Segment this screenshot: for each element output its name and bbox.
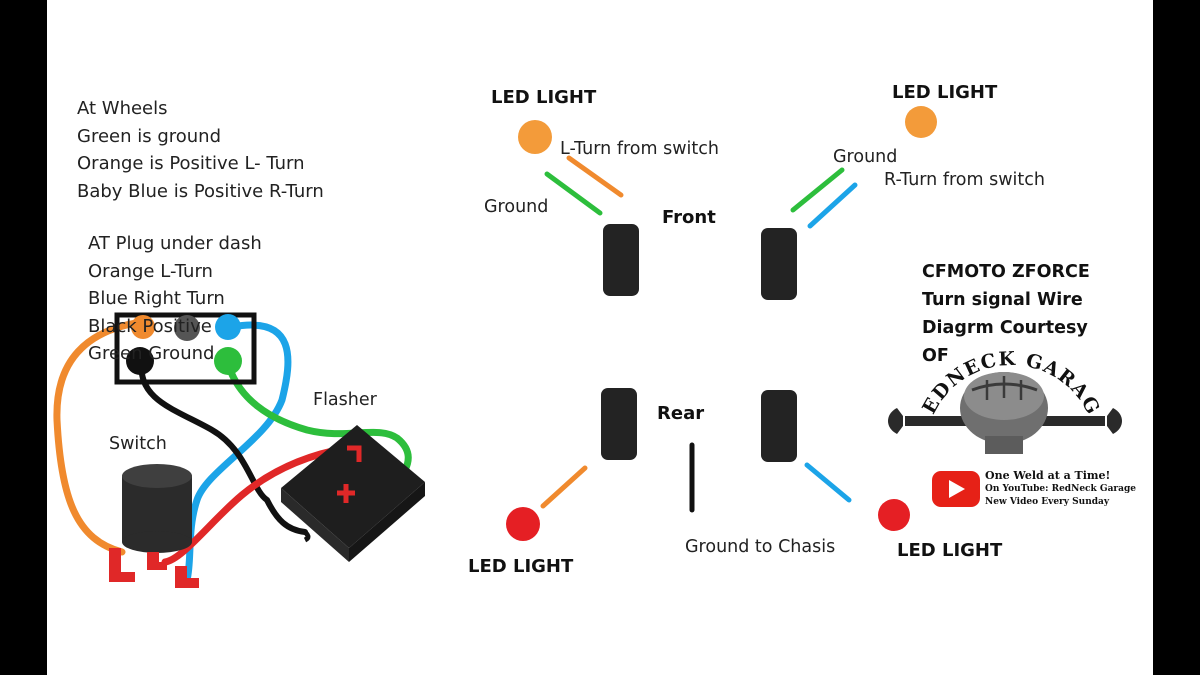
logo-title-line: OF (922, 346, 949, 366)
plug-green-pin (214, 347, 242, 375)
plug-notes: AT Plug under dash Orange L-Turn Blue Ri… (88, 230, 262, 368)
plug-blue-pin (215, 314, 241, 340)
green-wire (223, 356, 412, 474)
logo-title-line: Turn signal Wire (922, 290, 1083, 310)
ground-label-left: Ground (484, 197, 549, 217)
led-rear-right (878, 499, 910, 531)
r-turn-label: R-Turn from switch (884, 170, 1045, 190)
fl-orange-wire (566, 155, 624, 198)
wheels-note: Green is ground (77, 125, 222, 147)
flasher-box (281, 425, 425, 562)
front-label: Front (662, 207, 716, 228)
plug-box (114, 312, 257, 385)
ground-chassis-label: Ground to Chasis (685, 537, 836, 557)
plug-note: Orange L-Turn (88, 260, 213, 282)
fr-blue-wire (807, 182, 858, 229)
led-label-front-right: LED LIGHT (892, 82, 998, 103)
wiring-drawing: REDNECK GARAGE (47, 0, 1122, 588)
rr-blue-wire (804, 462, 852, 503)
plug-note: Black Positive (88, 315, 212, 337)
fist-icon (960, 372, 1048, 454)
wheels-note: Orange is Positive L- Turn (77, 153, 305, 174)
rear-left-tire (601, 388, 637, 460)
logo-title-line: Diagrm Courtesy (922, 318, 1088, 338)
led-label-rear-right: LED LIGHT (897, 540, 1003, 561)
wheels-note: Baby Blue is Positive R-Turn (77, 180, 324, 202)
front-left-tire (603, 224, 639, 296)
fl-green-wire (544, 171, 603, 216)
red-wire (161, 444, 351, 566)
logo-schedule: New Video Every Sunday (985, 497, 1110, 507)
wheels-note: At Wheels (77, 98, 168, 119)
switch-label: Switch (109, 434, 167, 454)
orange-wire (53, 318, 146, 556)
led-label-front-left: LED LIGHT (491, 87, 597, 108)
rear-right-tire (761, 390, 797, 462)
plug-black-pin (126, 347, 154, 375)
rl-orange-wire (540, 465, 588, 509)
logo-tagline: One Weld at a Time! (985, 469, 1111, 482)
fr-green-wire (790, 167, 845, 213)
l-turn-label: L-Turn from switch (560, 139, 719, 159)
front-right-tire (761, 228, 797, 300)
plug-note: Blue Right Turn (88, 288, 225, 309)
led-rear-left (506, 507, 540, 541)
switch-terminals (109, 548, 199, 588)
led-label-rear-left: LED LIGHT (468, 556, 574, 577)
logo-youtube: On YouTube: RedNeck Garage (985, 484, 1137, 494)
plug-note: Green Ground (88, 343, 215, 364)
logo-title: CFMOTO ZFORCE Turn signal Wire Diagrm Co… (922, 258, 1090, 370)
led-front-left (518, 120, 552, 154)
black-wire (138, 359, 308, 535)
ground-label-right: Ground (833, 147, 898, 167)
plug-orange-pin (131, 315, 155, 339)
flasher-label: Flasher (313, 390, 377, 410)
led-front-right (905, 106, 937, 138)
plug-note: AT Plug under dash (88, 233, 262, 254)
switch-cylinder (122, 464, 192, 553)
rear-label: Rear (657, 403, 705, 424)
wheels-notes: At Wheels Green is ground Orange is Posi… (77, 95, 324, 205)
plug-gray-pin (174, 315, 200, 341)
diagram-canvas: REDNECK GARAGE At Wheels Green is g (47, 0, 1153, 675)
logo-title-line: CFMOTO ZFORCE (922, 262, 1090, 282)
